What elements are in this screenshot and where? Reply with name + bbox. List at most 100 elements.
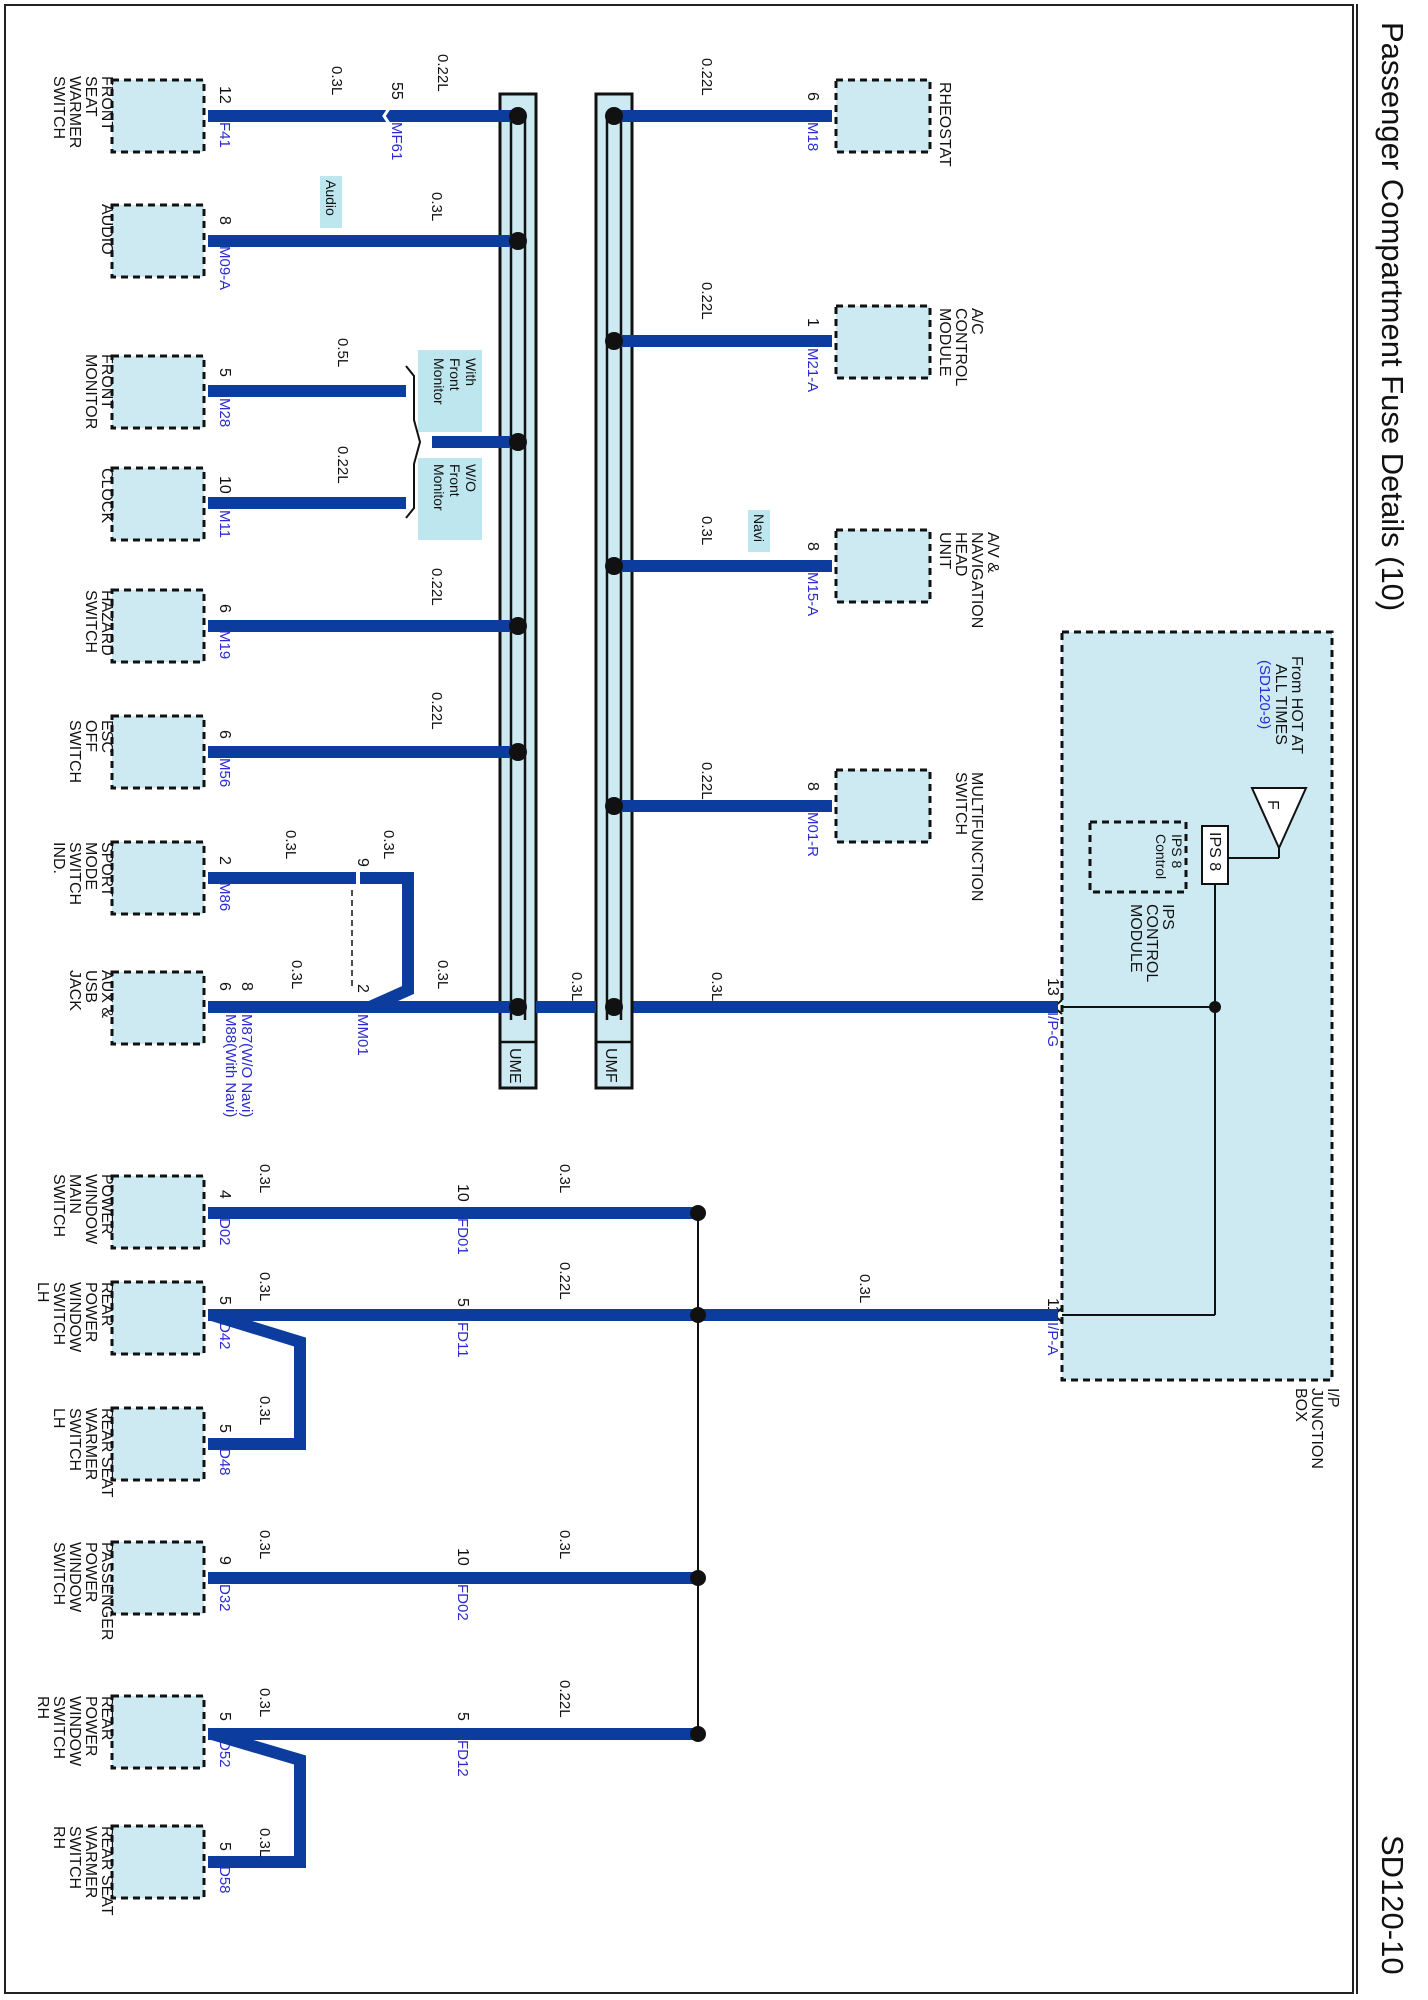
connector-label: M28 — [216, 398, 233, 427]
component-label: REAR — [98, 1696, 115, 1740]
splice-dot — [509, 998, 527, 1016]
component-label: SWITCH — [952, 772, 969, 835]
component-label: REAR SEAT — [98, 1826, 115, 1916]
rheostat-circuit: RHEOSTAT 6 M18 0.22L — [605, 58, 953, 167]
option-label: Front — [447, 358, 463, 391]
inline-pin-label: 10 — [454, 1184, 471, 1202]
option-tag: Navi — [751, 514, 767, 542]
connector-label: M11 — [216, 510, 233, 538]
gauge-label: 0.3L — [256, 1164, 273, 1193]
bus-umf-label: UMF — [602, 1048, 619, 1083]
pin-label: 5 — [216, 1424, 233, 1433]
gauge-label: 0.3L — [556, 1164, 573, 1193]
connector-label: M87(W/O Navi) — [238, 1014, 255, 1117]
gauge-label: 0.22L — [334, 446, 351, 484]
inline-connector-label: FD12 — [454, 1740, 471, 1777]
front-monitor-component — [110, 354, 206, 430]
component-label: SWITCH — [50, 1542, 67, 1605]
component-label: AUDIO — [98, 204, 115, 255]
bus-umf: UMF — [594, 92, 634, 1090]
ac-control-circuit: A/C CONTROL MODULE 1 M21-A 0.22L — [605, 282, 985, 392]
junction-box-label-2: JUNCTION — [1308, 1388, 1325, 1469]
component-label: HAZARD — [98, 590, 115, 656]
pin-label-2: 8 — [238, 982, 255, 991]
lower-feed-gauge: 0.3L — [856, 1274, 873, 1303]
component-label: MODULE — [936, 308, 953, 376]
wire — [208, 1728, 306, 1868]
gauge-label: 0.3L — [698, 516, 715, 545]
splice-dot — [605, 797, 623, 815]
component-label: SWITCH — [82, 590, 99, 653]
component-label: NAVIGATION — [968, 532, 985, 628]
pin-label: 10 — [216, 476, 233, 494]
pin-label: 8 — [804, 782, 821, 791]
clock-circuit: CLOCK 10 M11 0.22L — [98, 446, 406, 542]
option-label: Monitor — [431, 358, 447, 405]
component-label: PASSENGER — [98, 1542, 115, 1640]
component-label: SPORT — [98, 842, 115, 897]
gauge-label: 0.3L — [556, 1530, 573, 1559]
ips-control-module-label-1: IPS — [1159, 904, 1176, 930]
aux-usb-component — [110, 970, 206, 1046]
bus-ume: UME — [498, 92, 538, 1090]
component-label: POWER — [82, 1282, 99, 1342]
splice-dot — [605, 998, 623, 1016]
component-label: POWER — [82, 1542, 99, 1602]
connector-label: D02 — [216, 1218, 233, 1246]
from-hot-ref: (SD120-9) — [1256, 660, 1273, 729]
pin-label: 8 — [804, 542, 821, 551]
splice-dot — [509, 617, 527, 635]
passenger-pw-circuit: PASSENGER POWER WINDOW SWITCH 9 D32 0.3L… — [50, 1530, 706, 1640]
hazard-component — [110, 588, 206, 664]
rear-pw-lh-circuit: REAR POWER WINDOW SWITCH LH 5 D42 0.3L 5… — [34, 1262, 706, 1358]
pin-label: 9 — [216, 1556, 233, 1565]
gauge-label: 0.3L — [256, 1530, 273, 1559]
component-label: MODE — [82, 842, 99, 890]
gauge-label: 0.3L — [380, 830, 397, 859]
ip-junction-box: F IPS 8 IPS 8 Control IPS CONTROL MODULE… — [1044, 630, 1341, 1469]
connector-label: M18 — [804, 122, 821, 151]
splice-dot — [605, 557, 623, 575]
multifunction-component — [834, 768, 932, 844]
component-label: SWITCH — [50, 1174, 67, 1237]
connector-label: F41 — [216, 122, 233, 148]
front-seat-warmer-circuit: FRONT SEAT WARMER SWITCH 12 F41 0.3L 55 … — [50, 54, 527, 160]
pin-label: 6 — [216, 982, 233, 991]
inline-pin-label: 2 — [354, 984, 371, 993]
gauge-label: 0.22L — [698, 762, 715, 800]
option-brace — [405, 365, 422, 519]
connector-label: D52 — [216, 1740, 233, 1768]
gauge-label: 0.22L — [428, 568, 445, 606]
pin-label: 5 — [216, 1712, 233, 1721]
option-tag-bg — [418, 458, 482, 540]
component-label: SWITCH — [66, 720, 83, 783]
component-label: AUX & — [98, 970, 115, 1018]
component-label: WARMER — [82, 1408, 99, 1480]
component-label: WINDOW — [66, 1542, 83, 1613]
splice-dot — [509, 433, 527, 451]
junction-box-label-3: BOX — [1292, 1388, 1309, 1422]
gauge-label: 0.3L — [288, 960, 305, 989]
ips-control-label-2: Control — [1153, 834, 1169, 879]
pin-label: 6 — [216, 604, 233, 613]
bus-umf-body — [594, 92, 634, 1090]
splice-dot — [690, 1307, 706, 1323]
gauge-label: 0.3L — [256, 1396, 273, 1425]
splice-dot — [690, 1205, 706, 1221]
gauge-label: 0.3L — [434, 960, 451, 989]
component-label: RH — [34, 1696, 51, 1719]
front-seat-warmer-component — [110, 78, 206, 154]
gauge-label: 0.22L — [556, 1680, 573, 1718]
splice-dot — [509, 743, 527, 761]
component-label: SWITCH — [50, 1282, 67, 1345]
connector-label: D32 — [216, 1584, 233, 1612]
connector-label: D58 — [216, 1866, 233, 1894]
monitor-option-switch: With Front Monitor W/O Front Monitor — [405, 350, 527, 540]
connector-label: D42 — [216, 1322, 233, 1350]
inline-connector-label: FD11 — [454, 1322, 471, 1358]
component-label: SEAT — [82, 76, 99, 117]
inline-connector-label: MM01 — [354, 1014, 371, 1056]
junction-dot — [1209, 1001, 1221, 1013]
connector-label: M21-A — [804, 348, 821, 392]
